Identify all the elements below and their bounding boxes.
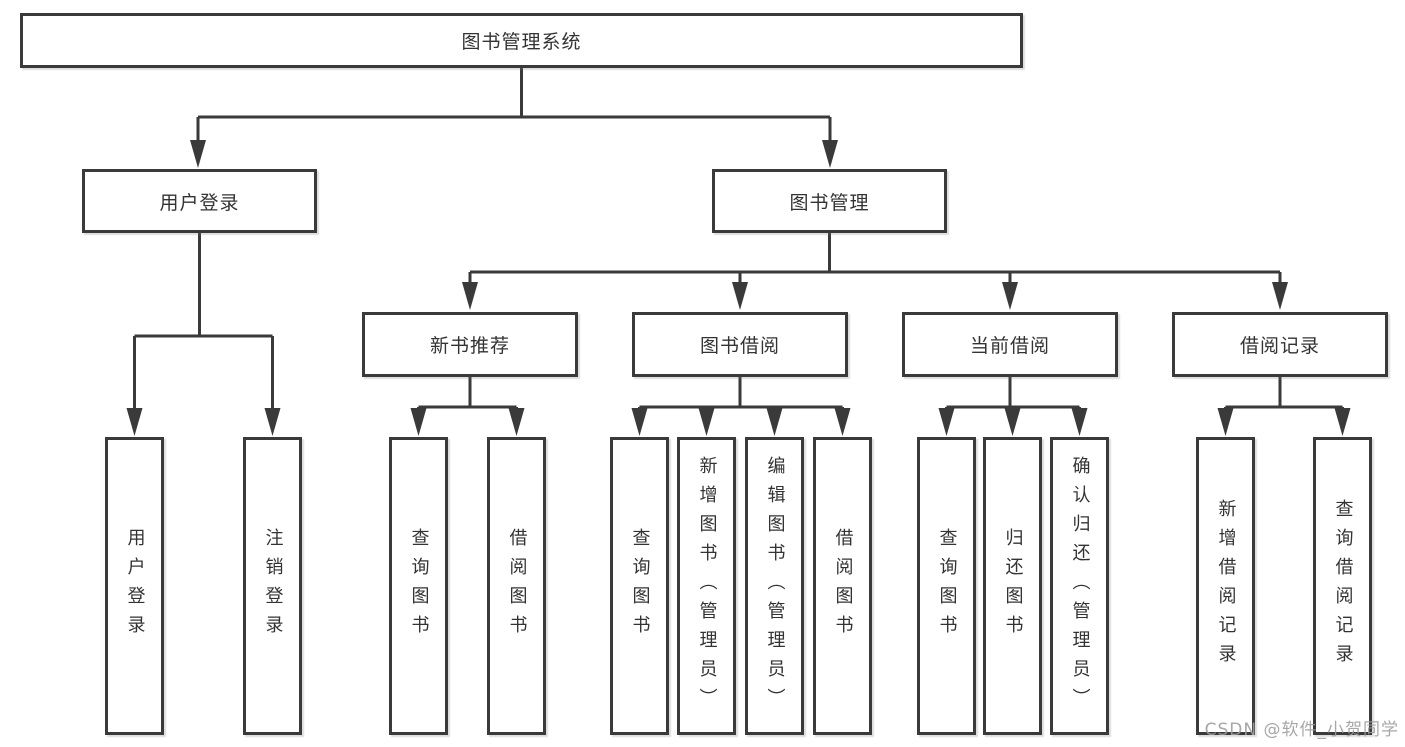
node-book-management: 图书管理 bbox=[712, 169, 947, 233]
leaf-query-books-borrow: 查询图书 bbox=[610, 437, 669, 735]
leaf-borrow-books-recommend: 借阅图书 bbox=[487, 437, 546, 735]
connector-user-login bbox=[133, 233, 274, 409]
node-book-borrow: 图书借阅 bbox=[632, 312, 848, 377]
leaf-add-books-admin: 新增图书（管理员） bbox=[677, 437, 736, 735]
arrowhead bbox=[834, 408, 851, 436]
arrowhead bbox=[1334, 408, 1351, 436]
arrowhead bbox=[1217, 408, 1234, 436]
connector-borrow-record bbox=[1224, 377, 1344, 410]
leaf-label: 查询图书 bbox=[408, 528, 430, 644]
arrowhead bbox=[631, 408, 648, 436]
leaf-label: 借阅图书 bbox=[832, 528, 854, 644]
leaf-label: 注销登录 bbox=[262, 528, 284, 644]
leaf-label: 查询图书 bbox=[629, 528, 651, 644]
arrowhead bbox=[410, 408, 427, 436]
leaf-label: 新增图书（管理员） bbox=[696, 455, 718, 717]
watermark: CSDN @软件_小贺同学 bbox=[1204, 720, 1399, 740]
arrowhead bbox=[698, 408, 715, 436]
node-root: 图书管理系统 bbox=[20, 13, 1023, 68]
leaf-borrow-books: 借阅图书 bbox=[813, 437, 872, 735]
arrowhead bbox=[822, 140, 838, 168]
node-new-book-recommend: 新书推荐 bbox=[362, 312, 578, 377]
arrowhead bbox=[732, 282, 748, 310]
leaf-label: 归还图书 bbox=[1002, 528, 1024, 644]
node-user-login: 用户登录 bbox=[82, 169, 317, 233]
leaf-label: 用户登录 bbox=[124, 528, 146, 644]
connector-new-book bbox=[417, 377, 518, 410]
arrowhead bbox=[766, 408, 783, 436]
leaf-label: 确认归还（管理员） bbox=[1069, 455, 1091, 717]
connector-root bbox=[196, 68, 832, 141]
arrowhead bbox=[190, 140, 206, 168]
leaf-query-books-current: 查询图书 bbox=[917, 437, 976, 735]
arrowhead bbox=[1002, 282, 1018, 310]
leaf-edit-books-admin: 编辑图书（管理员） bbox=[745, 437, 804, 735]
connector-book-borrow bbox=[638, 377, 844, 410]
arrowhead bbox=[264, 408, 281, 436]
leaf-label: 借阅图书 bbox=[506, 528, 528, 644]
node-current-borrow: 当前借阅 bbox=[902, 312, 1118, 377]
leaf-add-borrow-record: 新增借阅记录 bbox=[1196, 437, 1255, 735]
leaf-label: 查询借阅记录 bbox=[1332, 499, 1354, 673]
connector-current-borrow bbox=[945, 377, 1081, 410]
arrowhead bbox=[462, 282, 478, 310]
leaf-return-books: 归还图书 bbox=[983, 437, 1042, 735]
arrowhead bbox=[938, 408, 955, 436]
leaf-label: 编辑图书（管理员） bbox=[764, 455, 786, 717]
arrowhead bbox=[508, 408, 525, 436]
arrowhead bbox=[1272, 282, 1288, 310]
leaf-label: 查询图书 bbox=[936, 528, 958, 644]
arrowhead bbox=[126, 408, 143, 436]
connector-book-management bbox=[468, 233, 1282, 283]
arrowhead bbox=[1071, 408, 1088, 436]
leaf-confirm-return-admin: 确认归还（管理员） bbox=[1050, 437, 1109, 735]
arrowhead bbox=[1004, 408, 1021, 436]
leaf-label: 新增借阅记录 bbox=[1215, 499, 1237, 673]
leaf-query-books-recommend: 查询图书 bbox=[389, 437, 448, 735]
leaf-user-login: 用户登录 bbox=[105, 437, 164, 735]
leaf-logout: 注销登录 bbox=[243, 437, 302, 735]
leaf-query-borrow-record: 查询借阅记录 bbox=[1313, 437, 1372, 735]
node-borrow-record: 借阅记录 bbox=[1172, 312, 1388, 377]
